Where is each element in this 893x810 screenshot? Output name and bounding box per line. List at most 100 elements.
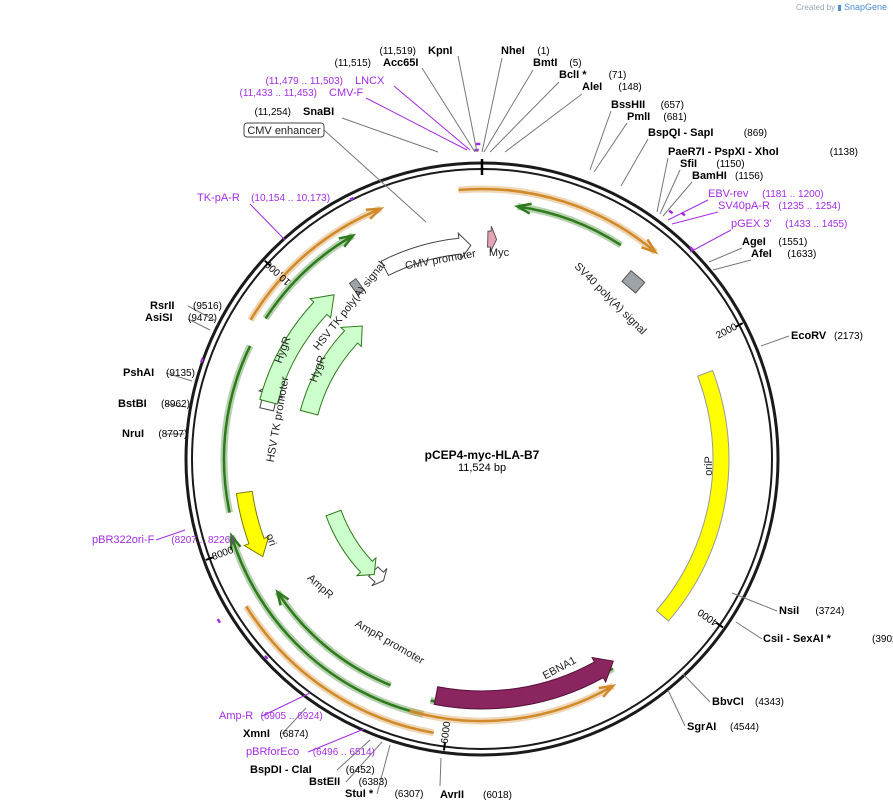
enzyme-site-23[interactable]: XmnI(6874): [243, 707, 308, 740]
enzyme-site-11[interactable]: BamHI(1156): [662, 170, 763, 217]
enzyme-site-19[interactable]: AvrII(6018): [439, 757, 512, 801]
primer-name: pBRforEco: [246, 746, 299, 758]
leader-line: [345, 741, 383, 783]
cmv-enhancer-leader: [323, 129, 427, 223]
enzyme-site-28[interactable]: RsrII(9516): [150, 300, 222, 322]
enzyme-name: KpnI: [428, 45, 452, 57]
leader-line: [336, 739, 371, 771]
feature-cmv-enhancer-label: CMV enhancer: [243, 122, 427, 223]
orf-arc: [222, 345, 252, 513]
primer-mark: [689, 246, 694, 251]
enzyme-position: (1): [537, 46, 549, 57]
enzyme-site-26[interactable]: PshAI(9135): [123, 367, 195, 382]
primer-name: Amp-R: [219, 710, 253, 722]
enzyme-position: (2173): [834, 331, 863, 342]
enzyme-site-25[interactable]: BstBI(8962): [118, 398, 190, 410]
enzyme-site-20[interactable]: StuI *(6307): [345, 744, 424, 800]
primer-site-2[interactable]: EBV-rev(1181 .. 1200): [667, 188, 824, 221]
enzyme-site-5[interactable]: AleI(148): [504, 81, 642, 153]
leader-line: [439, 757, 442, 787]
plasmid-size: 11,524 bp: [458, 462, 506, 474]
enzyme-site-15[interactable]: NsiI(3724): [731, 592, 844, 617]
enzyme-position: (11,519): [379, 46, 416, 57]
enzyme-site-4[interactable]: BclI *(71): [489, 69, 627, 153]
orf-arc: [249, 207, 382, 321]
primer-position: (10,154 .. 10,173): [251, 193, 330, 204]
enzyme-name: BspQI - SapI: [648, 127, 713, 139]
enzyme-site-3[interactable]: BmtI(5): [483, 57, 582, 153]
primer-site-7[interactable]: Amp-R (6905 .. 6924): [219, 692, 323, 722]
primer-site-1[interactable]: (11,433 .. 11,453)CMV-F: [240, 87, 468, 151]
primer-position: (6905 .. 6924): [261, 711, 323, 722]
enzyme-position: (9135): [166, 368, 195, 379]
plasmid-center-label: pCEP4-myc-HLA-B7 11,524 bp: [425, 448, 540, 474]
enzyme-name: SfiI: [680, 158, 697, 170]
leader-line: [481, 57, 503, 153]
primer-site-5[interactable]: TK-pA-R(10,154 .. 10,173): [197, 192, 330, 241]
leader-line: [165, 372, 193, 382]
enzyme-site-16[interactable]: CsiI - SexAI *(3902): [735, 621, 893, 645]
primer-site-0[interactable]: (11,479 .. 11,503)LNCX: [266, 75, 471, 151]
primer-position: (1235 .. 1254): [778, 201, 840, 212]
primer-name: SV40pA-R: [718, 200, 770, 212]
leader-line: [307, 728, 365, 753]
enzyme-site-18[interactable]: SgrAI(4544): [667, 689, 759, 733]
enzyme-position: (6452): [346, 765, 375, 776]
enzyme-site-0[interactable]: (11,519) KpnI: [379, 45, 478, 153]
leader-line: [155, 529, 186, 541]
enzyme-site-2[interactable]: NheI(1): [481, 45, 550, 153]
primer-name: pGEX 3': [731, 218, 772, 230]
leader-line: [662, 181, 693, 217]
primer-site-8[interactable]: pBRforEco (6496 .. 6514): [246, 728, 375, 758]
primer-site-3[interactable]: SV40pA-R (1235 .. 1254): [671, 200, 841, 225]
orf-arc: [458, 187, 657, 254]
enzyme-site-6[interactable]: BssHII(657): [589, 99, 684, 171]
credit-brand: SnapGene: [843, 2, 887, 12]
enzyme-site-21[interactable]: BstEII(6383): [309, 741, 388, 788]
credit-prefix: Created by: [795, 3, 836, 12]
feature-hsv-tk-poly-a-signal: [348, 277, 365, 296]
enzyme-position: (1156): [735, 171, 763, 182]
enzyme-site-8[interactable]: BspQI - SapI (869): [620, 127, 767, 187]
enzyme-site-10[interactable]: SfiI(1150): [659, 158, 745, 215]
enzyme-site-1[interactable]: (11,515)Acc65I: [334, 57, 476, 153]
enzyme-position: (4544): [730, 722, 759, 733]
enzyme-name: NruI: [122, 428, 144, 440]
leader-line: [457, 55, 478, 153]
enzyme-name: AleI: [582, 81, 602, 93]
enzyme-site-27[interactable]: AsiSI(9472): [145, 312, 217, 331]
primer-site-4[interactable]: pGEX 3'(1433 .. 1455): [689, 218, 847, 253]
enzyme-name: PmlI: [627, 111, 650, 123]
enzyme-position: (869): [744, 128, 767, 139]
enzyme-site-9[interactable]: PaeR7I - PspXI - XhoI(1138): [656, 146, 858, 213]
tick-label: 6000: [440, 721, 454, 745]
enzyme-position: (11,515): [334, 58, 371, 69]
enzyme-position: (1633): [787, 249, 816, 260]
leader-line: [667, 199, 709, 221]
enzyme-name: AgeI: [742, 236, 766, 248]
enzyme-site-12[interactable]: AgeI(1551): [708, 236, 807, 263]
enzyme-position: (1138): [830, 147, 858, 158]
leader-line: [393, 85, 471, 151]
enzyme-site-14[interactable]: EcoRV(2173): [760, 330, 863, 347]
enzyme-layer[interactable]: (11,519) KpnI(11,515)Acc65I(11,479 .. 11,…: [92, 45, 893, 801]
enzyme-site-7[interactable]: PmlI(681): [593, 111, 687, 173]
primer-position: (6496 .. 6514): [313, 747, 375, 758]
primer-site-6[interactable]: pBR322ori-F(8207 .. 8226): [92, 529, 234, 546]
feature-label-ampr-promoter: AmpR promoter: [353, 618, 427, 667]
orf-arrowhead: [275, 589, 290, 606]
tick-mark: [264, 260, 272, 267]
enzyme-position: (5): [569, 58, 581, 69]
enzyme-site-24[interactable]: NruI(8797): [122, 428, 187, 440]
leader-line: [656, 157, 669, 213]
enzyme-site-29[interactable]: (11,254)SnaBI: [254, 106, 439, 153]
leader-line: [682, 673, 711, 703]
enzyme-site-17[interactable]: BbvCI(4343): [682, 673, 784, 708]
enzyme-site-22[interactable]: BspDI - ClaI(6452): [250, 739, 375, 776]
leader-line: [593, 122, 628, 173]
enzyme-site-13[interactable]: AfeI(1633): [712, 248, 816, 271]
feature-hygr: [259, 294, 335, 405]
leader-line: [712, 259, 752, 271]
enzyme-position: (71): [609, 70, 627, 81]
